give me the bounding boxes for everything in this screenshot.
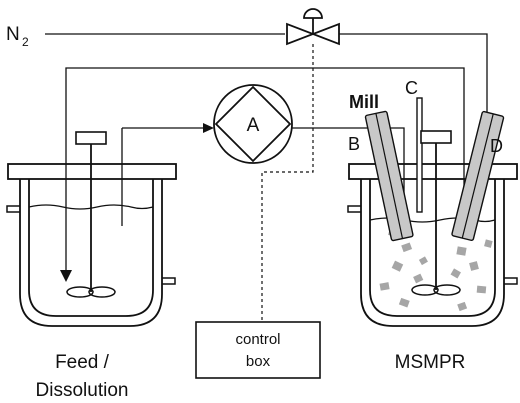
particle bbox=[457, 301, 468, 312]
particle bbox=[476, 285, 487, 294]
msmpr-impeller-left bbox=[411, 284, 439, 296]
feed-to-pump-arrow-icon bbox=[203, 123, 214, 133]
control-box[interactable]: control box bbox=[195, 321, 321, 379]
crystal-particles bbox=[379, 228, 493, 312]
feed-jacket-nozzle-top bbox=[6, 205, 20, 213]
nitrogen-subscript: 2 bbox=[22, 35, 29, 49]
particle bbox=[484, 239, 493, 248]
valve-body-right bbox=[310, 22, 340, 46]
feed-caption-line1: Feed / bbox=[55, 352, 110, 373]
particle bbox=[418, 256, 428, 266]
msmpr-jacket-nozzle-top bbox=[347, 205, 361, 213]
pump-diamond-icon bbox=[214, 85, 292, 163]
msmpr-jacket-nozzle-bottom bbox=[504, 277, 518, 285]
particle bbox=[450, 268, 461, 279]
particle bbox=[413, 273, 424, 284]
probe-c-label: C bbox=[405, 78, 418, 98]
msmpr-stirrer-motor bbox=[420, 130, 452, 144]
mill-tube-shaft bbox=[375, 113, 404, 239]
msmpr-caption: MSMPR bbox=[395, 352, 466, 373]
valve-actuator-icon bbox=[303, 8, 323, 19]
particle bbox=[456, 246, 467, 256]
feed-vessel-lid bbox=[7, 163, 177, 180]
feed-vessel bbox=[6, 128, 177, 327]
msmpr-vessel bbox=[347, 97, 518, 327]
feed-impeller-left bbox=[66, 286, 94, 298]
feed-liquid-level bbox=[28, 204, 154, 210]
feed-stirrer-motor bbox=[75, 131, 107, 145]
outlet-d-label: D bbox=[490, 136, 503, 156]
recycle-line bbox=[65, 67, 465, 272]
valve-body-left bbox=[286, 22, 316, 46]
mill-right-tube bbox=[451, 110, 505, 242]
feed-caption-line2: Dissolution bbox=[36, 380, 129, 401]
particle bbox=[391, 260, 404, 272]
probe-c bbox=[416, 97, 423, 213]
control-box-label-line2: box bbox=[246, 353, 271, 370]
mill-tube-shaft bbox=[461, 113, 494, 239]
particle bbox=[379, 282, 390, 291]
control-box-label-line1: control bbox=[235, 331, 280, 348]
mill-left-tube bbox=[364, 110, 414, 242]
feed-vessel-inner bbox=[28, 179, 154, 317]
nitrogen-supply: N 2 bbox=[6, 24, 285, 49]
msmpr-vessel-jacket bbox=[360, 179, 505, 327]
nitrogen-label: N bbox=[6, 24, 20, 45]
pump-casing bbox=[213, 84, 293, 164]
msmpr-impeller-right bbox=[433, 284, 461, 296]
feed-vessel-jacket bbox=[19, 179, 163, 327]
pump-label: A bbox=[247, 115, 260, 136]
inlet-b-label: B bbox=[348, 134, 360, 154]
pump[interactable]: A bbox=[213, 84, 293, 164]
particle bbox=[469, 261, 479, 271]
particle bbox=[398, 297, 410, 308]
pump-to-msmpr-line bbox=[292, 127, 405, 194]
particle bbox=[401, 242, 413, 253]
control-signal-line bbox=[261, 44, 314, 322]
msmpr-vessel-inner bbox=[369, 179, 496, 317]
nitrogen-to-msmpr-line bbox=[339, 33, 488, 118]
feed-impeller-right bbox=[88, 286, 116, 298]
recycle-arrow-icon bbox=[60, 270, 72, 282]
feed-jacket-nozzle-bottom bbox=[162, 277, 176, 285]
control-box-frame bbox=[195, 321, 321, 379]
msmpr-vessel-lid bbox=[348, 163, 518, 180]
control-valve[interactable] bbox=[286, 8, 340, 46]
mill-label: Mill bbox=[349, 92, 379, 112]
